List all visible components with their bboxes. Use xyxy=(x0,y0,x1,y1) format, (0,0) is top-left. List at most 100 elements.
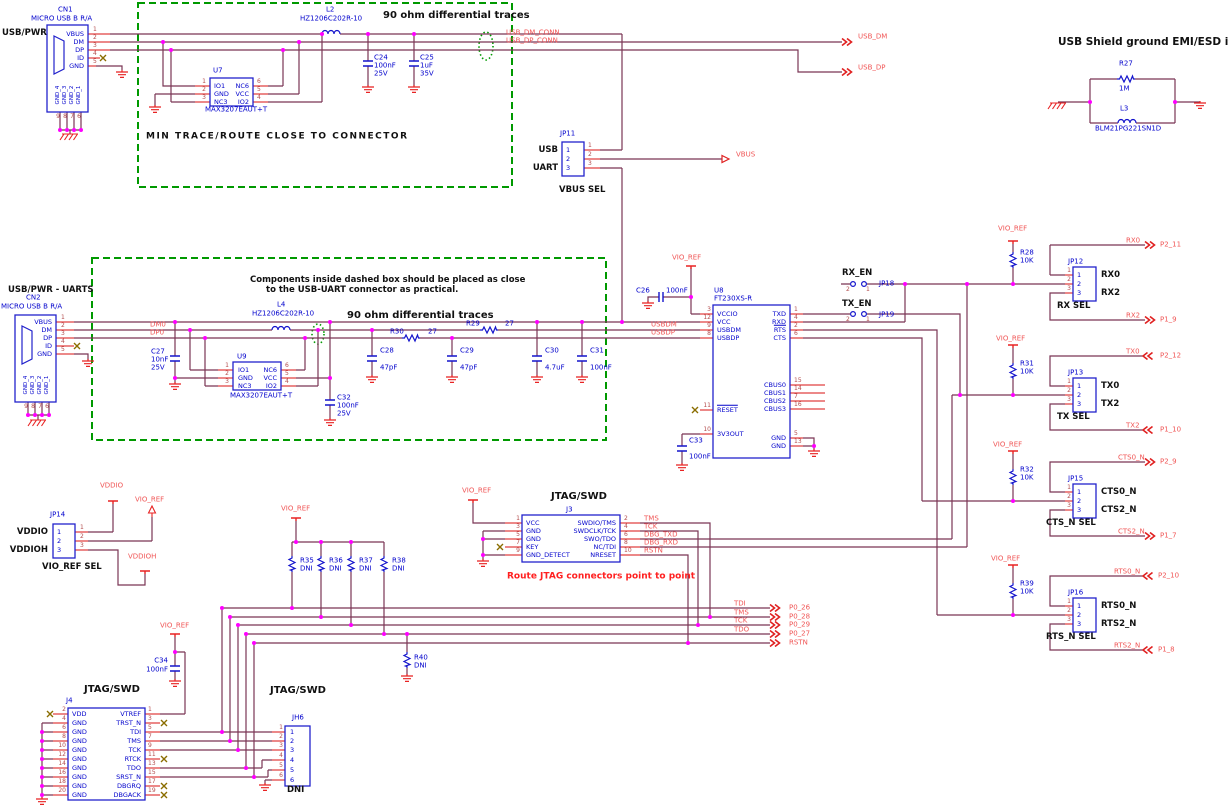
j3-pin-gnddet: GND_DETECT xyxy=(526,550,570,559)
jp12-num-1: 1 xyxy=(1067,267,1071,274)
u8-num-11: 11 xyxy=(703,402,711,409)
c27-ref: C27 xyxy=(151,347,165,356)
r40-ref: R40 xyxy=(414,653,428,662)
jp14-int-3: 3 xyxy=(57,545,62,554)
cn2-pin-gnd: GND xyxy=(37,349,52,358)
jp12-int-1: 1 xyxy=(1077,270,1082,279)
u8-pin-3v3out: 3V3OUT xyxy=(717,429,744,438)
j3-num-5: 5 xyxy=(516,531,520,538)
u9-num-5: 5 xyxy=(285,370,289,377)
r27-val: 1M xyxy=(1119,84,1130,93)
j4-num-14: 14 xyxy=(58,760,66,767)
jh6-num-3: 3 xyxy=(279,742,283,749)
j3-num-10: 10 xyxy=(624,547,632,554)
diff-traces-note-2: 90 ohm differential traces xyxy=(347,310,494,321)
j3-num-2: 2 xyxy=(624,515,628,522)
u8-pin-rts: RTS xyxy=(773,325,786,334)
r30-ref: R30 xyxy=(390,327,404,336)
net-wires xyxy=(27,33,1200,798)
jp16-int-2: 2 xyxy=(1077,610,1082,619)
j3-pin-vcc: VCC xyxy=(526,518,540,527)
jp15-ref: JP15 xyxy=(1068,474,1084,483)
j4-num-6: 6 xyxy=(62,724,66,731)
u7-num-4: 4 xyxy=(257,94,261,101)
tck-net-2: TCK xyxy=(734,616,748,625)
tx2-bold: TX2 xyxy=(1101,398,1120,409)
c24-volt: 25V xyxy=(374,69,388,78)
u7-num-2: 2 xyxy=(202,86,206,93)
jp16-int-1: 1 xyxy=(1077,601,1082,610)
jp13-ref: JP13 xyxy=(1068,368,1084,377)
vddio-net: VDDIO xyxy=(100,481,124,490)
r40-dni: DNI xyxy=(414,661,427,670)
cn1-pin-vbus: VBUS xyxy=(66,29,84,38)
j4-pin-tdo: TDO xyxy=(126,763,141,772)
u8-pin-reset: RESET xyxy=(717,405,738,414)
u7-pin-vcc: VCC xyxy=(235,89,249,98)
jh6-num-1: 1 xyxy=(279,724,283,731)
j4-pin-trstn: TRST_N xyxy=(116,718,141,727)
r36-ref: R36 xyxy=(329,556,343,565)
usb-receptacle-icon-cn1 xyxy=(53,35,65,75)
tx-sel-label: TX SEL xyxy=(1057,411,1090,422)
jp11-ref: JP11 xyxy=(560,129,576,138)
u7-pin-nc3: NC3 xyxy=(214,97,228,106)
jp14-num-3: 3 xyxy=(80,542,84,549)
jp12-ref: JP12 xyxy=(1068,257,1084,266)
jh6-int-2: 2 xyxy=(290,736,295,745)
c30-ref: C30 xyxy=(545,346,559,355)
c28-ref: C28 xyxy=(380,346,394,355)
r37-dni: DNI xyxy=(359,564,372,573)
jp12-num-3: 3 xyxy=(1067,285,1071,292)
j4-num-4: 4 xyxy=(62,715,66,722)
u8-num-9: 9 xyxy=(707,322,711,329)
j3-pin-swdclk: SWDCLK/TCK xyxy=(573,526,616,535)
u8-part: FT230XS-R xyxy=(714,294,753,303)
cn2-num-2: 2 xyxy=(61,322,65,329)
jp11-int-2: 2 xyxy=(566,154,571,163)
p2-11-net: P2_11 xyxy=(1160,240,1182,249)
cn2-pin-dp: DP xyxy=(43,333,52,342)
j4-pin-gnd10: GND xyxy=(72,745,87,754)
u8-num-6: 6 xyxy=(794,330,798,337)
cn2-part: MICRO USB B R/A xyxy=(1,302,63,311)
jp16-num-2: 2 xyxy=(1067,607,1071,614)
rx-en-label: RX_EN xyxy=(842,267,873,278)
r30-val: 27 xyxy=(428,327,437,336)
r31-ref: R31 xyxy=(1020,359,1034,368)
rts2-bold: RTS2_N xyxy=(1101,618,1137,629)
vio-ref-r39: VIO_REF xyxy=(991,554,1021,563)
u8-pin-vccio: VCCIO xyxy=(717,309,738,318)
j4-pin-dbgack: DBGACK xyxy=(113,790,141,799)
j4-pin-gnd18: GND xyxy=(72,781,87,790)
route-note: Route JTAG connectors point to point xyxy=(507,571,696,582)
u8-pin-cts: CTS xyxy=(773,333,786,342)
r29-val: 27 xyxy=(505,319,514,328)
jp19-ref: JP19 xyxy=(879,310,895,319)
jp15-num-2: 2 xyxy=(1067,493,1071,500)
jh6-num-2: 2 xyxy=(279,733,283,740)
l3-part: BLM21PG221SN1D xyxy=(1095,124,1162,133)
p1-10-net: P1_10 xyxy=(1160,425,1182,434)
tms-net: TMS xyxy=(644,514,659,523)
u9-pin-io2: IO2 xyxy=(265,381,277,390)
cn2-num-9: 9 xyxy=(24,403,28,410)
tdo-net: TDO xyxy=(734,625,750,634)
j4-title: JTAG/SWD xyxy=(84,684,140,695)
j4-pin-gnd20: GND xyxy=(72,790,87,799)
u8-num-5: 5 xyxy=(794,430,798,437)
jp11-num-1: 1 xyxy=(588,142,592,149)
component-boxes xyxy=(14,24,1097,801)
rstn-net-j3: RSTN xyxy=(644,546,663,555)
r35-ref: R35 xyxy=(300,556,314,565)
vio-ref-r31: VIO_REF xyxy=(996,334,1026,343)
u8-ref: U8 xyxy=(714,286,724,295)
jp15-int-2: 2 xyxy=(1077,496,1082,505)
c25-volt: 35V xyxy=(420,69,434,78)
u8-num-1: 1 xyxy=(794,306,798,313)
jp13-int-2: 2 xyxy=(1077,390,1082,399)
j4-pin-gnd4: GND xyxy=(72,718,87,727)
cn2-pin-vbus: VBUS xyxy=(34,317,52,326)
cn2-num-8: 8 xyxy=(31,403,35,410)
